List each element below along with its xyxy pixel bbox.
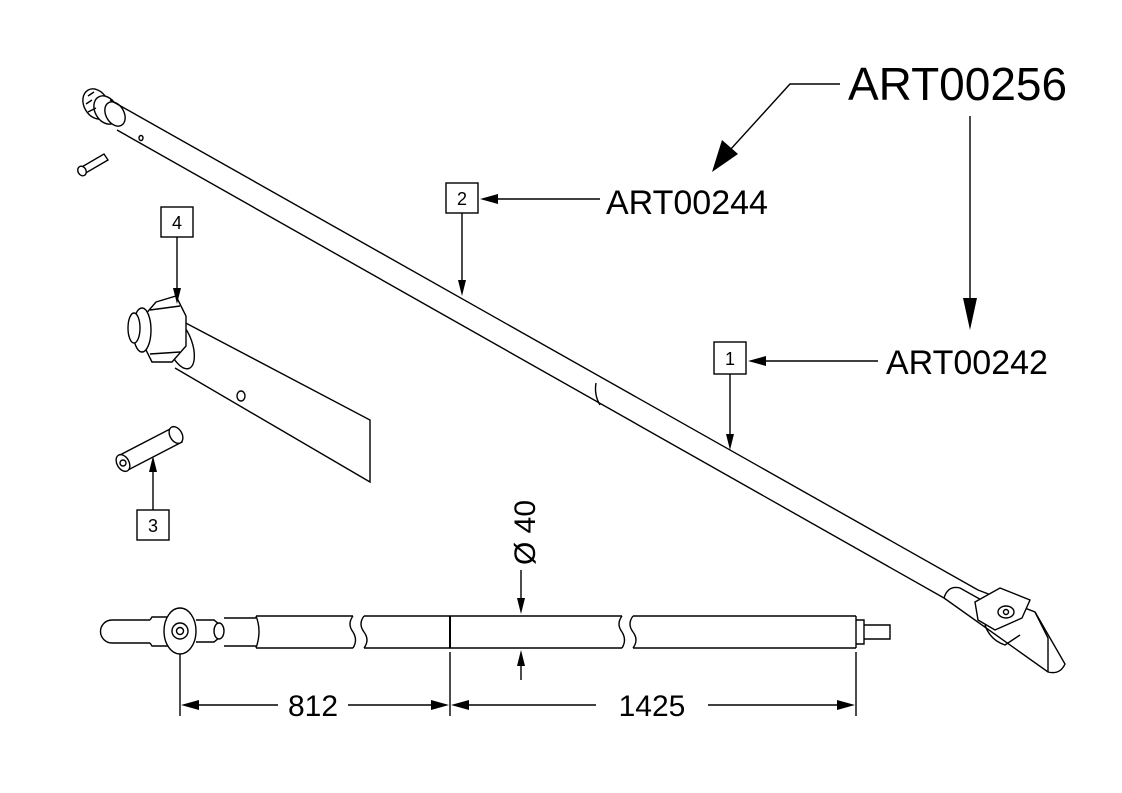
balloon-2: 2	[445, 182, 479, 214]
tube-body	[109, 99, 979, 599]
left-fitting	[82, 88, 126, 127]
svg-text:3: 3	[148, 516, 158, 536]
balloon-1: 1	[713, 341, 747, 375]
dimension-1425: 1425	[619, 690, 686, 723]
svg-text:1: 1	[725, 349, 735, 369]
length-dimensions: 812 1425	[179, 652, 857, 723]
small-pin-upper	[77, 153, 109, 177]
right-end-roller	[943, 586, 1066, 674]
assembly-code: ART00256	[848, 58, 1067, 110]
balloon-4: 4	[160, 206, 194, 238]
detail-pin	[115, 425, 184, 473]
svg-text:2: 2	[457, 189, 467, 209]
balloon-3: 3	[136, 509, 170, 541]
dimension-812: 812	[288, 690, 338, 723]
detail-fitting-section	[127, 295, 371, 484]
part-code: ART00242	[886, 344, 1048, 382]
diameter-dimension: Ø 40	[509, 500, 542, 680]
side-view	[99, 607, 891, 655]
tube-assembly-isometric	[77, 88, 1066, 674]
tube-joint	[594, 382, 601, 406]
diameter-label: Ø 40	[509, 500, 542, 565]
svg-text:4: 4	[172, 213, 182, 233]
subassembly-code: ART00244	[606, 184, 768, 222]
